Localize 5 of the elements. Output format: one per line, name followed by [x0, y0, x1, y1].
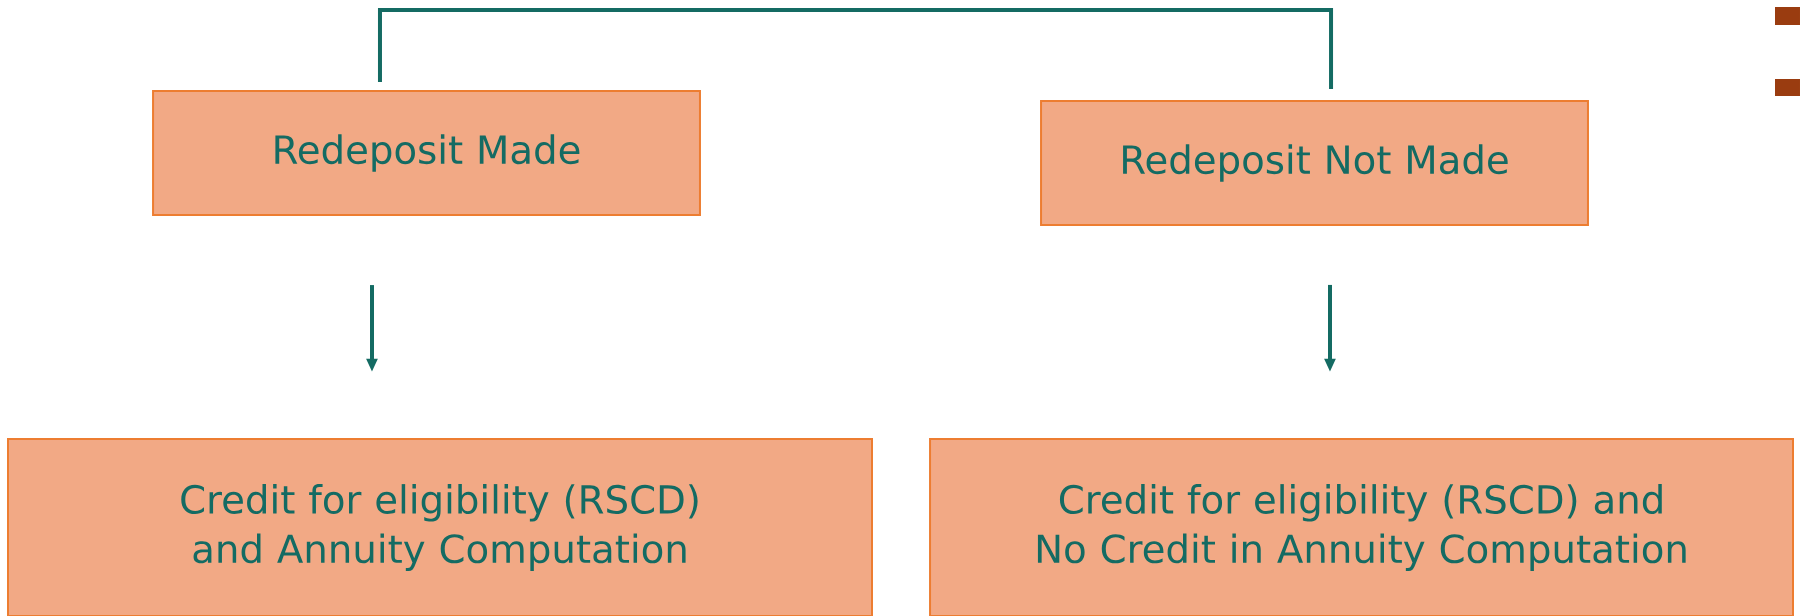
process-box: Redeposit Made [152, 90, 701, 216]
process-box: Credit for eligibility (RSCD) and No Credit in Annuity Computation [929, 437, 1794, 616]
connector-line [378, 8, 1334, 90]
process-box: Redeposit Not Made [1040, 100, 1589, 226]
process-box: Credit for eligibility (RSCD) and Annuity Computation [7, 437, 873, 616]
